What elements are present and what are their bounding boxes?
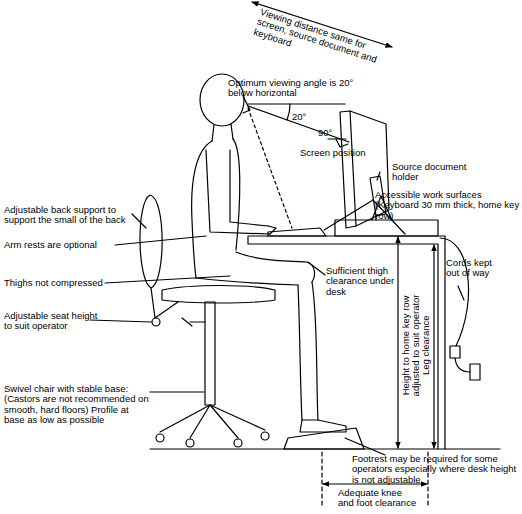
annotation-label: Adjustable seat height to suit operator: [4, 311, 99, 332]
person-thigh: [196, 278, 298, 285]
annotation-label: Optimum viewing angle is 20° below horiz…: [228, 78, 378, 99]
castor: [234, 439, 242, 447]
plug: [450, 346, 460, 358]
dimension-line: [397, 237, 398, 448]
leader-line: [377, 172, 380, 180]
leader-line: [458, 286, 464, 300]
right-angle-mark: [336, 139, 348, 147]
annotation-label: Thighs not compressed: [4, 278, 134, 288]
annotation-label: Sufficient thigh clearance under desk: [326, 266, 396, 297]
height-lever: [182, 318, 205, 326]
leader-line: [90, 320, 151, 322]
person-arm: [206, 150, 270, 234]
keyboard: [268, 228, 326, 236]
annotation-label: Footrest may be required for some operat…: [352, 454, 520, 485]
annotation-label: 20°: [292, 112, 322, 122]
monitor-screen: [340, 111, 356, 228]
leader-line: [308, 262, 325, 275]
footrest: [284, 428, 364, 449]
person-neck: [212, 124, 233, 141]
annotation-label: Accessible work surfaces (Keyboard 30 mm…: [375, 190, 520, 221]
annotation-label: Cords kept out of way: [446, 258, 506, 279]
leader-line: [345, 438, 385, 455]
annotation-label: Swivel chair with stable base: (Castors …: [4, 384, 149, 426]
annotation-label: 90°: [318, 128, 348, 138]
leader-line: [328, 138, 346, 139]
leader-line: [324, 200, 373, 230]
person-hand: [268, 226, 276, 234]
annotation-label: Adjustable back support to support the s…: [4, 205, 144, 226]
person-thigh: [236, 252, 314, 282]
leader-line: [132, 214, 146, 228]
sight-line: [248, 108, 292, 228]
annotation-label: Arm rests are optional: [4, 240, 134, 250]
monitor-base: [335, 220, 438, 236]
annotation-label: Height to home key row adjusted to suit …: [401, 280, 422, 410]
leader-line: [105, 276, 230, 283]
annotation-label: Source document holder: [392, 162, 467, 183]
cord: [455, 358, 470, 372]
person-lower-leg: [298, 282, 318, 420]
annotation-label: Adequate knee and foot clearance: [338, 488, 418, 509]
horizontal-sight-line: [248, 103, 345, 104]
desk: [248, 236, 445, 449]
dimension-line: [433, 245, 434, 448]
leader-line: [115, 236, 206, 245]
castor: [261, 432, 269, 440]
chair-seat: [162, 286, 275, 304]
annotation-label: Leg clearance: [421, 300, 431, 390]
castor: [186, 439, 194, 447]
cord: [440, 238, 469, 346]
viewing-angle-line: [248, 106, 349, 142]
chair-column: [205, 302, 215, 405]
annotation-label: Viewing distance same for screen, source…: [252, 7, 385, 77]
castor: [156, 434, 164, 442]
leader-line: [150, 391, 204, 392]
wall-outlet: [470, 364, 480, 380]
angle-arc: [287, 104, 290, 120]
backrest-knob: [152, 318, 160, 326]
chair-base: [160, 405, 265, 438]
extension-line: [321, 452, 322, 505]
annotation-label: Screen position: [300, 148, 390, 158]
backrest-post: [151, 288, 178, 318]
